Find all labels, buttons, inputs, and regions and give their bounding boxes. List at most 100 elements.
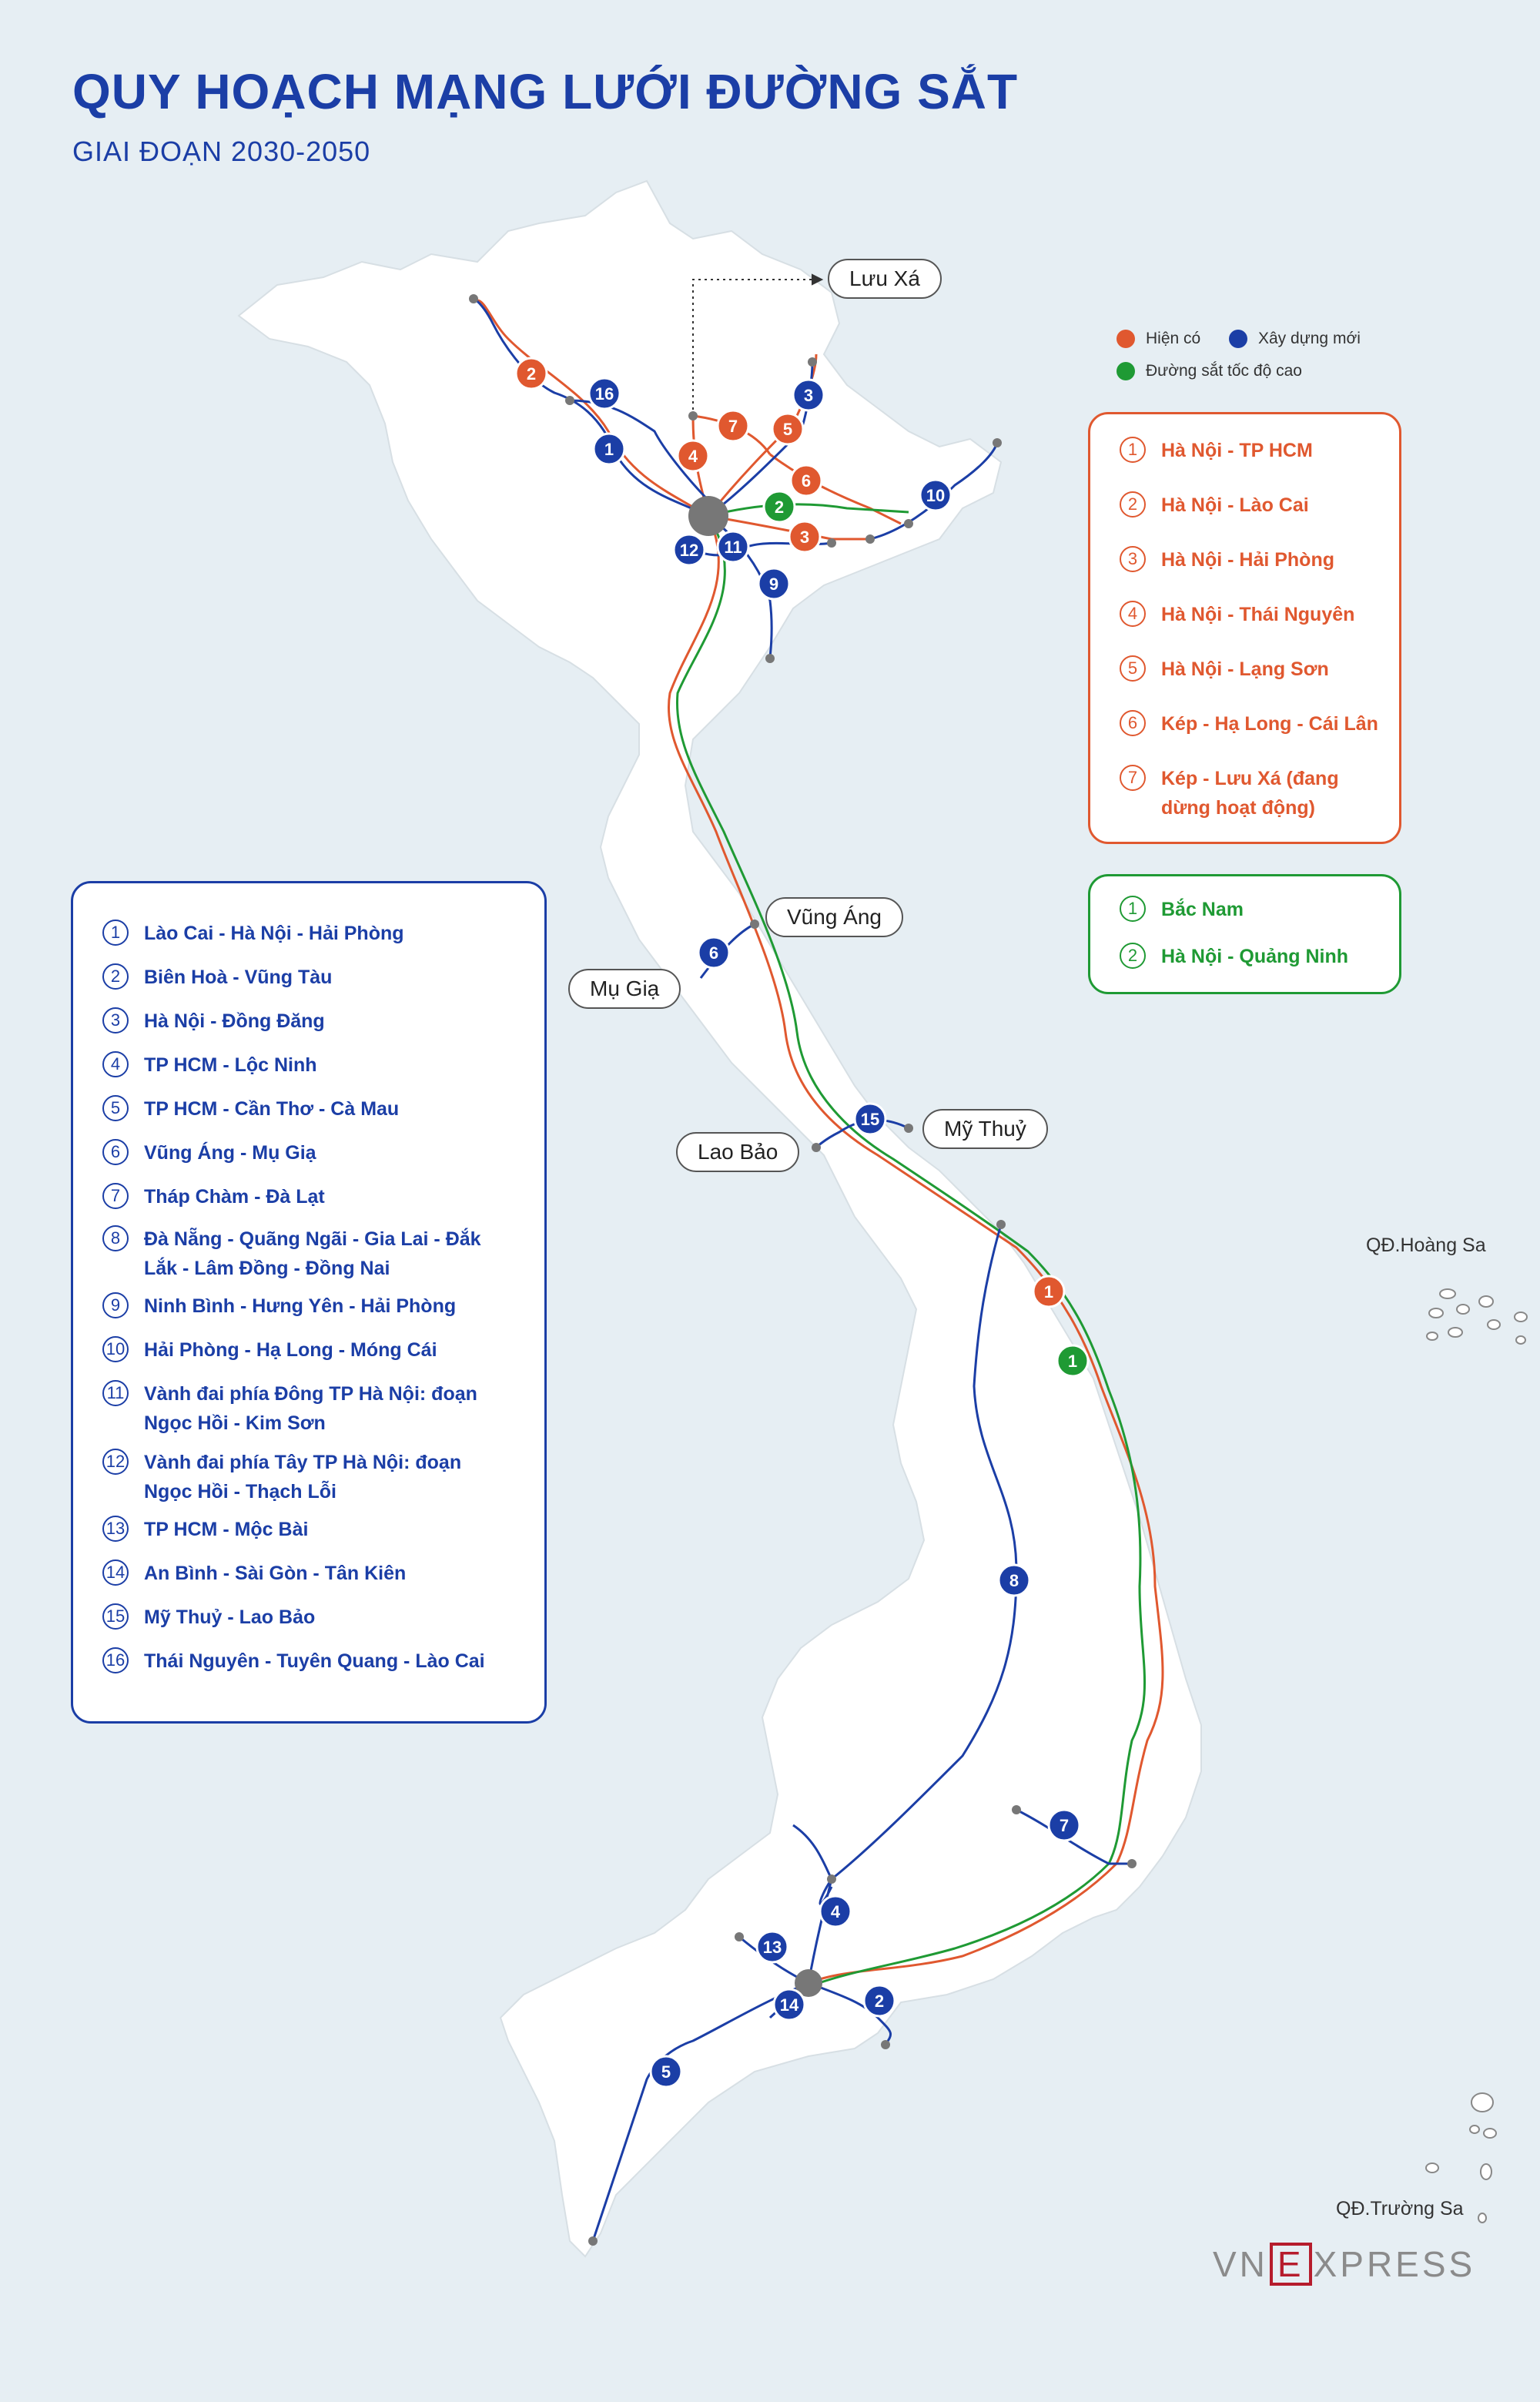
existing-line-name: Hà Nội - TP HCM xyxy=(1161,440,1313,461)
svg-text:6: 6 xyxy=(802,471,811,491)
existing-line-name: Kép - Hạ Long - Cái Lân xyxy=(1161,713,1378,735)
existing-line-item-3: 3 Hà Nội - Hải Phòng xyxy=(1120,545,1381,575)
new-line-number-badge: 5 xyxy=(102,1095,129,1121)
new-line-number-badge: 13 xyxy=(102,1516,129,1542)
label-truong-sa: QĐ.Trường Sa xyxy=(1336,2198,1464,2219)
existing-line-number-badge: 3 xyxy=(1120,546,1146,572)
new-line-number-badge: 11 xyxy=(102,1380,129,1406)
high-speed-line-number-badge: 1 xyxy=(1120,896,1146,922)
place-luu-xa: Lưu Xá xyxy=(828,259,942,299)
marker-new-4: 4 xyxy=(819,1894,852,1928)
new-line-item-9: 9 Ninh Bình - Hưng Yên - Hải Phòng xyxy=(102,1291,503,1321)
new-line-number-badge: 9 xyxy=(102,1292,129,1318)
marker-new-12: 12 xyxy=(672,533,706,567)
new-line-item-1: 1 Lào Cai - Hà Nội - Hải Phòng xyxy=(102,919,503,948)
marker-hsr-2: 2 xyxy=(762,490,796,524)
luu-xa-pointer xyxy=(692,273,824,416)
marker-new-13: 13 xyxy=(755,1930,789,1964)
existing-line-number-badge: 5 xyxy=(1120,655,1146,682)
existing-line-number-badge: 2 xyxy=(1120,491,1146,518)
truong-sa-islands xyxy=(1425,2092,1497,2223)
existing-line-item-2: 2 Hà Nội - Lào Cai xyxy=(1120,491,1381,520)
marker-new-14: 14 xyxy=(772,1988,806,2022)
svg-text:1: 1 xyxy=(604,440,614,459)
marker-existing-2: 2 xyxy=(514,357,548,390)
new-line-1 xyxy=(473,297,709,518)
marker-existing-6: 6 xyxy=(789,464,823,497)
svg-text:10: 10 xyxy=(926,486,945,505)
marker-new-9: 9 xyxy=(757,567,791,601)
new-line-6 xyxy=(699,923,755,979)
svg-text:1: 1 xyxy=(1044,1282,1053,1302)
place-my-thuy: Mỹ Thuỷ xyxy=(922,1109,1048,1149)
existing-line-number-badge: 7 xyxy=(1120,765,1146,791)
new-line-name: Tháp Chàm - Đà Lạt xyxy=(144,1186,325,1208)
marker-existing-1: 1 xyxy=(1032,1275,1066,1308)
new-line-name: Hải Phòng - Hạ Long - Móng Cái xyxy=(144,1339,437,1361)
svg-text:8: 8 xyxy=(1009,1571,1019,1590)
page-subtitle: GIAI ĐOẠN 2030-2050 xyxy=(72,136,371,167)
existing-line-name: Hà Nội - Lào Cai xyxy=(1161,494,1309,516)
existing-line-hanoi-laocai xyxy=(477,299,709,518)
vietnam-landmass xyxy=(237,179,1202,2258)
new-line-number-badge: 1 xyxy=(102,920,129,946)
svg-text:4: 4 xyxy=(688,447,698,466)
marker-new-8: 8 xyxy=(997,1563,1031,1597)
marker-existing-7: 7 xyxy=(716,409,750,443)
new-line-name: Hà Nội - Đồng Đăng xyxy=(144,1010,325,1032)
place-vung-ang: Vũng Áng xyxy=(765,897,903,937)
new-line-name: Ninh Bình - Hưng Yên - Hải Phòng xyxy=(144,1295,457,1317)
new-dot-icon xyxy=(1229,330,1247,348)
hanoi-hub xyxy=(688,496,728,536)
marker-new-11: 11 xyxy=(716,530,750,564)
svg-text:15: 15 xyxy=(861,1110,879,1129)
existing-line-item-4: 4 Hà Nội - Thái Nguyên xyxy=(1120,600,1381,629)
high-speed-line-item-2: 2 Hà Nội - Quảng Ninh xyxy=(1120,942,1381,971)
existing-line-number-badge: 1 xyxy=(1120,437,1146,463)
marker-existing-3: 3 xyxy=(788,520,822,554)
new-line-number-badge: 16 xyxy=(102,1647,129,1673)
marker-existing-4: 4 xyxy=(676,439,710,473)
new-line-number-badge: 12 xyxy=(102,1449,129,1475)
route-markers: 2 7 4 5 6 3 1 2 1 16 1 3 10 12 11 9 6 15… xyxy=(514,357,1090,2089)
place-mu-gia: Mụ Giạ xyxy=(568,969,681,1009)
svg-text:7: 7 xyxy=(728,417,738,436)
new-line-name: TP HCM - Lộc Ninh xyxy=(144,1054,317,1076)
svg-text:12: 12 xyxy=(680,541,698,560)
svg-text:16: 16 xyxy=(595,384,614,404)
high-speed-line-number-badge: 2 xyxy=(1120,943,1146,969)
existing-line-number-badge: 4 xyxy=(1120,601,1146,627)
key-existing: Hiện có xyxy=(1116,330,1200,348)
existing-line-item-1: 1 Hà Nội - TP HCM xyxy=(1120,436,1381,465)
new-line-number-badge: 3 xyxy=(102,1007,129,1033)
svg-text:4: 4 xyxy=(831,1902,841,1921)
new-line-number-badge: 6 xyxy=(102,1139,129,1165)
new-line-name: TP HCM - Mộc Bài xyxy=(144,1519,309,1540)
marker-existing-5: 5 xyxy=(771,412,805,446)
new-line-name: Lào Cai - Hà Nội - Hải Phòng xyxy=(144,923,404,944)
existing-line-name: Hà Nội - Hải Phòng xyxy=(1161,549,1334,571)
svg-text:14: 14 xyxy=(780,1995,799,2015)
svg-text:5: 5 xyxy=(661,2062,671,2082)
high-speed-line-name: Hà Nội - Quảng Ninh xyxy=(1161,946,1349,967)
new-line-name: Mỹ Thuỷ - Lao Bảo xyxy=(144,1606,316,1628)
svg-text:5: 5 xyxy=(783,420,792,439)
hsr-line-bac-nam xyxy=(675,515,1146,1988)
existing-line-name: Hà Nội - Thái Nguyên xyxy=(1161,604,1355,625)
new-line-item-13: 13 TP HCM - Mộc Bài xyxy=(102,1515,503,1544)
hcm-hub xyxy=(795,1969,822,1997)
